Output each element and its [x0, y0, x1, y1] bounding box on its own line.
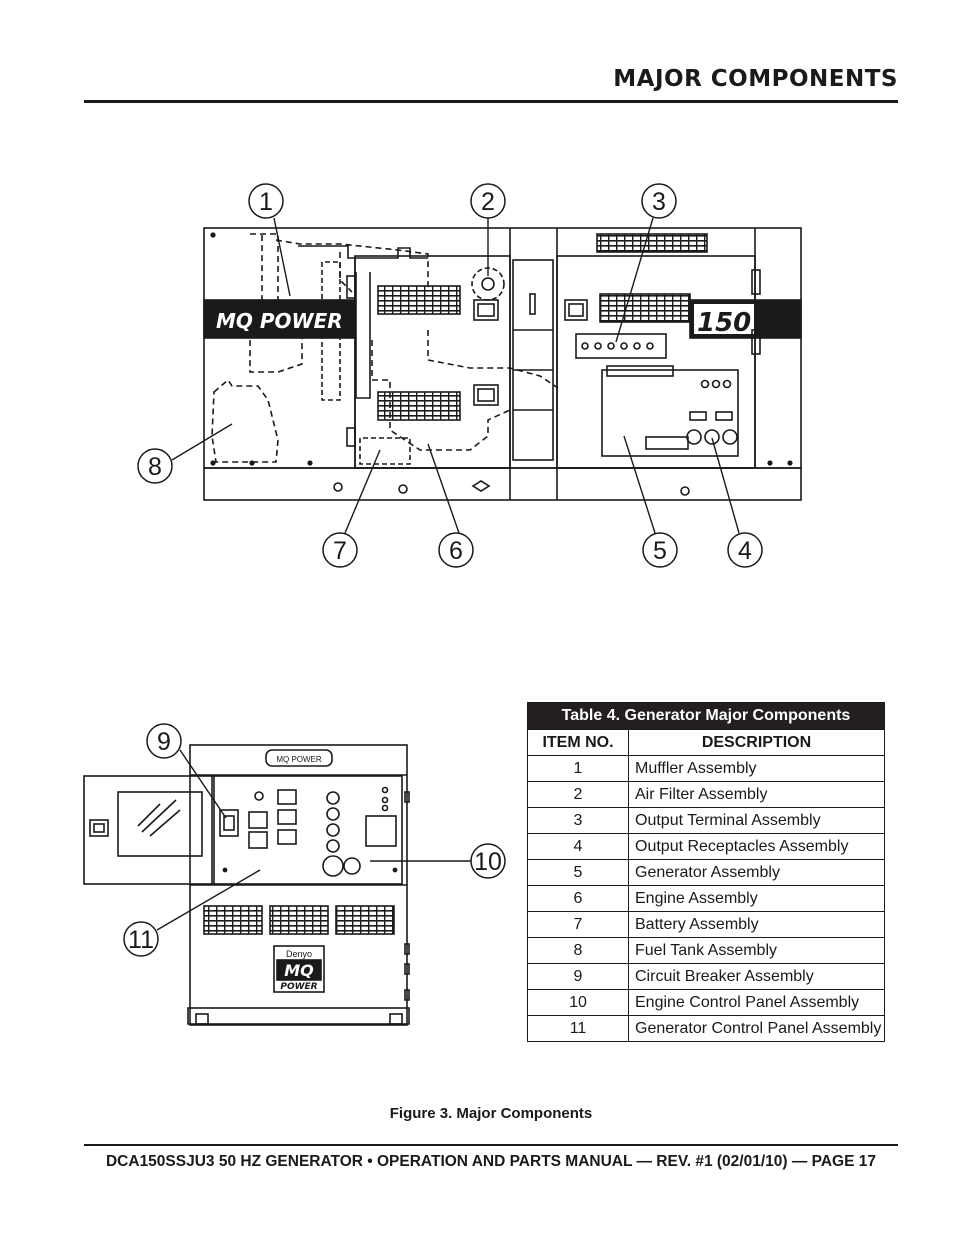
item-number: 2 [527, 781, 629, 808]
item-description: Circuit Breaker Assembly [628, 963, 885, 990]
item-description: Generator Assembly [628, 859, 885, 886]
callout-4 [727, 532, 763, 568]
callout-9 [146, 723, 182, 759]
callout-label-11: 11 [128, 926, 154, 954]
item-number: 5 [527, 859, 629, 886]
logo-mid-text: MQ [284, 961, 314, 980]
header-rule [84, 100, 898, 103]
section-title: MAJOR COMPONENTS [613, 66, 898, 92]
table-header-item: ITEM NO. [527, 729, 629, 756]
item-description: Battery Assembly [628, 911, 885, 938]
major-components-table: Table 4. Generator Major Components ITEM… [527, 702, 885, 1042]
callout-7 [322, 532, 358, 568]
item-description: Output Receptacles Assembly [628, 833, 885, 860]
callout-8 [137, 448, 173, 484]
panel-brand-text: MQ POWER [276, 755, 322, 764]
figure-caption: Figure 3. Major Components [389, 1105, 593, 1122]
generator-side-view [203, 227, 802, 501]
footer-rule [84, 1144, 898, 1146]
item-number: 1 [527, 755, 629, 782]
callout-label-3: 3 [652, 188, 666, 216]
item-number: 11 [527, 1015, 629, 1042]
logo-bottom-text: POWER [280, 982, 317, 992]
item-description: Fuel Tank Assembly [628, 937, 885, 964]
item-description: Output Terminal Assembly [628, 807, 885, 834]
callout-label-1: 1 [259, 188, 273, 216]
item-description: Air Filter Assembly [628, 781, 885, 808]
callout-label-10: 10 [474, 848, 502, 876]
brand-text-side: MQ POWER [216, 309, 343, 333]
item-number: 7 [527, 911, 629, 938]
model-badge: 150 [697, 308, 751, 338]
logo-top-text: Denyo [286, 949, 312, 959]
generator-front-view [83, 744, 410, 1026]
item-description: Muffler Assembly [628, 755, 885, 782]
item-description: Generator Control Panel Assembly [628, 1015, 885, 1042]
item-number: 3 [527, 807, 629, 834]
page-footer: DCA150SSJU3 50 HZ GENERATOR • OPERATION … [105, 1153, 876, 1170]
callout-label-6: 6 [449, 537, 463, 565]
callout-label-4: 4 [738, 537, 752, 565]
item-number: 4 [527, 833, 629, 860]
table-header-description: DESCRIPTION [628, 729, 885, 756]
item-number: 10 [527, 989, 629, 1016]
item-number: 8 [527, 937, 629, 964]
callout-3 [641, 183, 677, 219]
callout-2 [470, 183, 506, 219]
item-number: 9 [527, 963, 629, 990]
callout-6 [438, 532, 474, 568]
callout-5 [642, 532, 678, 568]
callout-label-7: 7 [333, 537, 347, 565]
table-title: Table 4. Generator Major Components [527, 702, 885, 730]
item-number: 6 [527, 885, 629, 912]
callout-label-9: 9 [157, 728, 171, 756]
callout-11 [123, 921, 159, 957]
callout-label-2: 2 [481, 188, 495, 216]
item-description: Engine Assembly [628, 885, 885, 912]
item-description: Engine Control Panel Assembly [628, 989, 885, 1016]
callout-label-5: 5 [653, 537, 667, 565]
callout-1 [248, 183, 284, 219]
callout-label-8: 8 [148, 453, 162, 481]
